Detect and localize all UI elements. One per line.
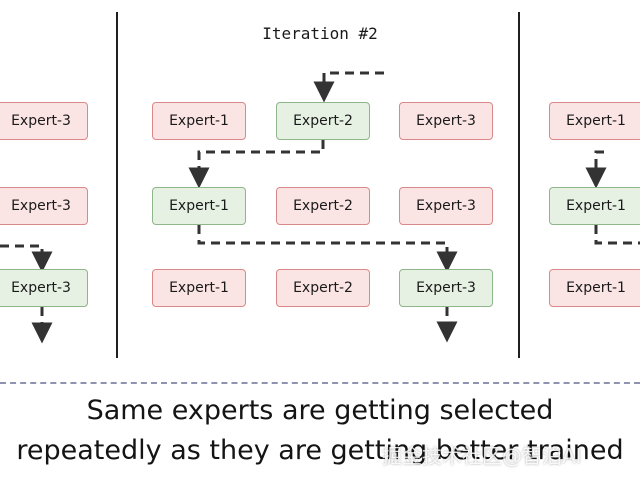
expert-box: Expert-3 bbox=[399, 269, 493, 307]
expert-label: Expert-2 bbox=[293, 280, 353, 296]
expert-label: Expert-1 bbox=[169, 113, 229, 129]
expert-label: Expert-2 bbox=[293, 113, 353, 129]
left-route-in bbox=[0, 244, 53, 273]
expert-box: Expert-1 bbox=[549, 269, 640, 307]
mid-route-1 bbox=[188, 140, 325, 189]
expert-box: Expert-1 bbox=[152, 269, 246, 307]
watermark: 掘金技术社区@智泊AI bbox=[382, 444, 582, 468]
expert-label: Expert-1 bbox=[566, 280, 626, 296]
expert-box: Expert-1 bbox=[549, 102, 640, 140]
expert-box: Expert-3 bbox=[0, 102, 88, 140]
expert-label: Expert-3 bbox=[416, 280, 476, 296]
section-separator bbox=[0, 382, 640, 384]
moe-expert-selection-diagram: Iteration #2 Expert-3 Expert-3 Expert-3 … bbox=[0, 12, 640, 358]
expert-label: Expert-3 bbox=[416, 113, 476, 129]
caption-line-1: Same experts are getting selected bbox=[86, 395, 554, 426]
expert-box: Expert-2 bbox=[276, 102, 370, 140]
expert-label: Expert-3 bbox=[11, 113, 71, 129]
expert-label: Expert-3 bbox=[11, 280, 71, 296]
expert-box: Expert-3 bbox=[0, 187, 88, 225]
expert-box: Expert-1 bbox=[549, 187, 640, 225]
expert-label: Expert-1 bbox=[169, 280, 229, 296]
expert-label: Expert-1 bbox=[566, 198, 626, 214]
panel-divider-right bbox=[518, 12, 520, 358]
expert-label: Expert-1 bbox=[566, 113, 626, 129]
expert-box: Expert-3 bbox=[399, 187, 493, 225]
expert-label: Expert-2 bbox=[293, 198, 353, 214]
expert-box: Expert-2 bbox=[276, 187, 370, 225]
panel-divider-left bbox=[116, 12, 118, 358]
caption-line-2: repeatedly as they are getting better tr… bbox=[16, 435, 624, 466]
right-route-out bbox=[594, 225, 640, 245]
iteration-title: Iteration #2 bbox=[262, 24, 378, 43]
right-route-in bbox=[585, 150, 607, 189]
expert-label: Expert-3 bbox=[11, 198, 71, 214]
mid-route-2 bbox=[197, 225, 458, 273]
expert-box: Expert-1 bbox=[152, 187, 246, 225]
expert-box: Expert-2 bbox=[276, 269, 370, 307]
routing-arrows bbox=[0, 71, 640, 344]
mid-route-top bbox=[313, 71, 384, 103]
expert-box: Expert-1 bbox=[152, 102, 246, 140]
expert-label: Expert-1 bbox=[169, 198, 229, 214]
expert-box: Expert-3 bbox=[0, 269, 88, 307]
expert-box: Expert-3 bbox=[399, 102, 493, 140]
expert-label: Expert-3 bbox=[416, 198, 476, 214]
